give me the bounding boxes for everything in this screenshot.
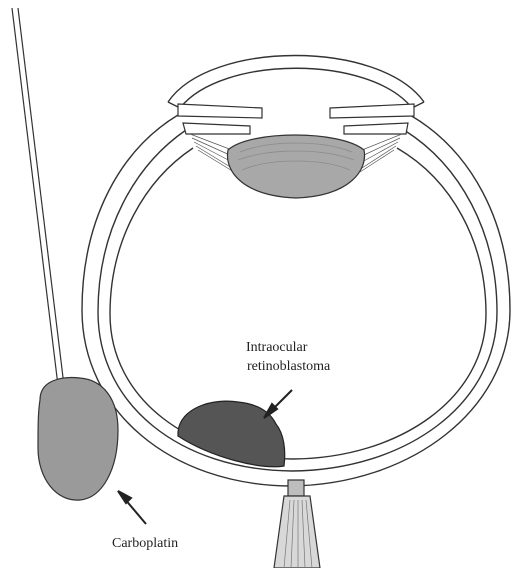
iris — [178, 104, 414, 134]
carboplatin-label: Carboplatin — [112, 535, 178, 552]
cornea — [168, 56, 424, 109]
syringe-needle — [12, 8, 70, 424]
lens — [228, 135, 365, 198]
iris-right — [330, 104, 414, 118]
tumor-label-line1: Intraocular — [246, 339, 307, 356]
ciliary-left — [183, 123, 250, 134]
ciliary-right — [344, 123, 408, 134]
arrow-icon — [118, 491, 146, 524]
carboplatin-deposit — [38, 378, 118, 501]
optic-nerve — [274, 480, 320, 568]
tumor-label-line2: retinoblastoma — [247, 358, 330, 375]
iris-left — [178, 104, 262, 118]
arrow-icon — [264, 390, 292, 418]
